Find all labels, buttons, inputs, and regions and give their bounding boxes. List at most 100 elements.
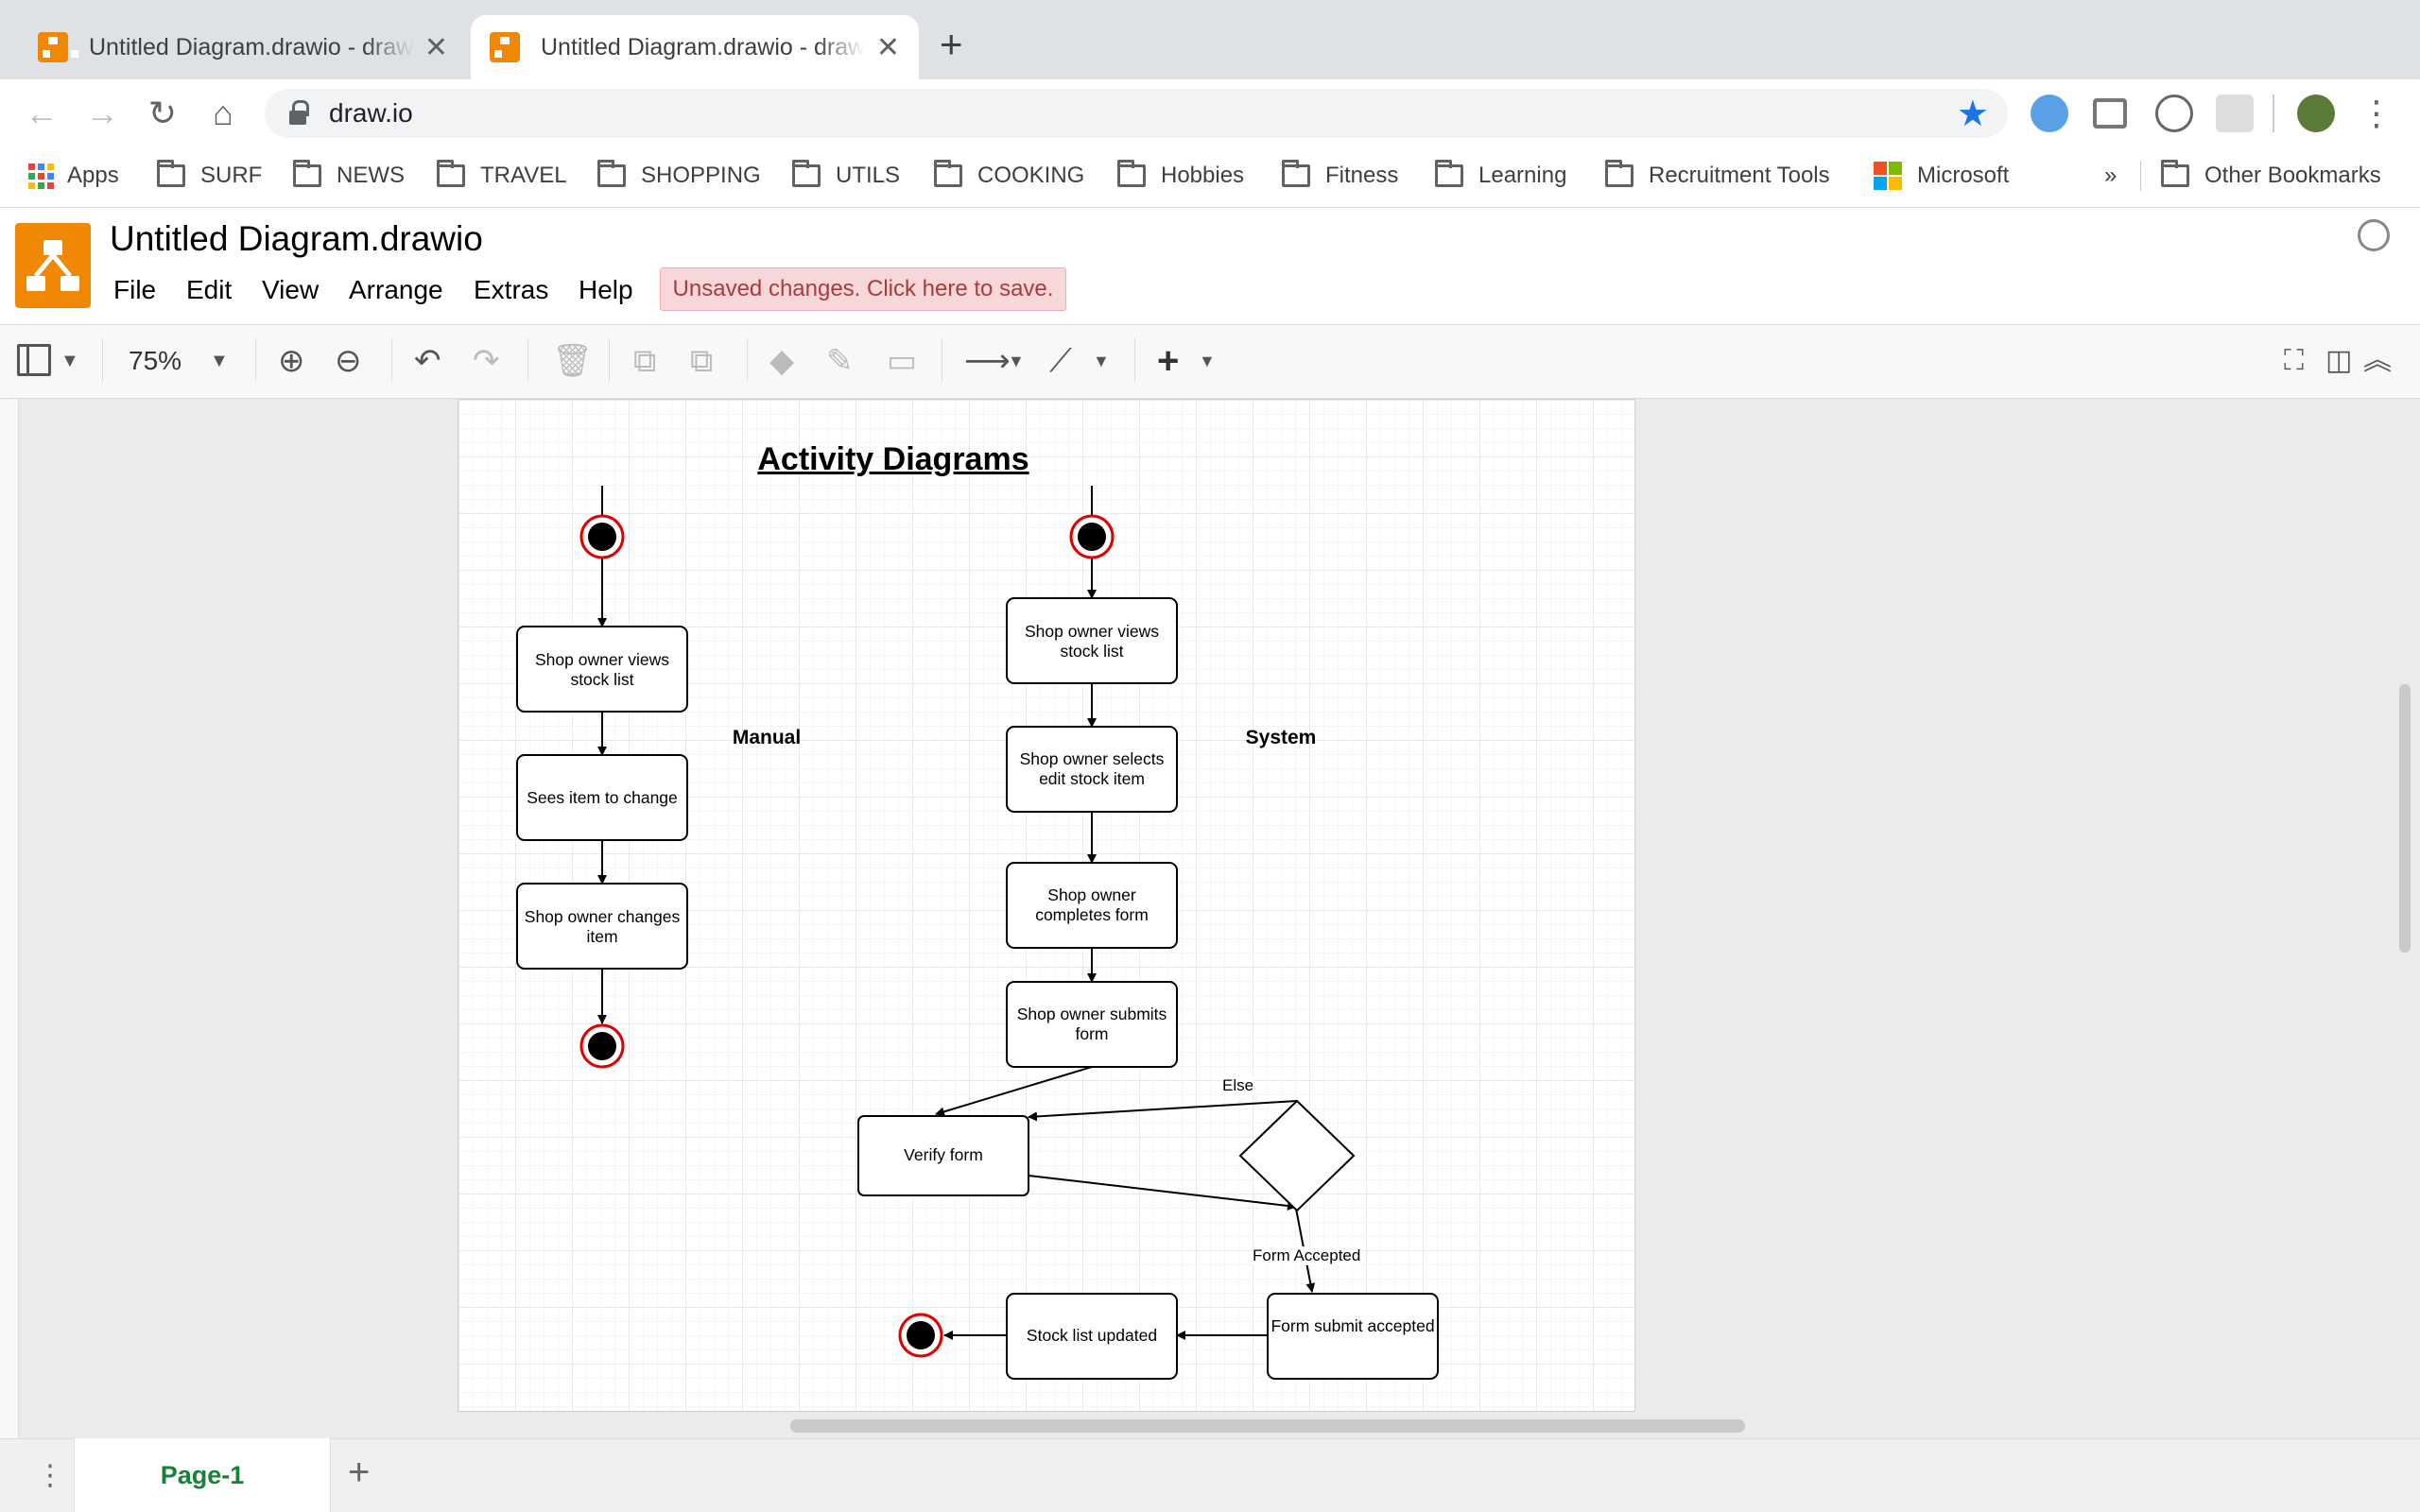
drawio-logo-icon <box>26 240 79 291</box>
toggle-panel-icon[interactable]: ◫ <box>2325 345 2353 376</box>
page-bar <box>0 1438 2420 1512</box>
toolbar-separator <box>609 338 610 382</box>
code-extension-icon[interactable] <box>2155 94 2193 132</box>
bookmark-folder[interactable]: COOKING <box>934 157 1084 195</box>
folder-icon <box>1282 160 1310 187</box>
chevron-down-icon[interactable]: ▼ <box>60 351 79 371</box>
activity-label[interactable]: Shop owner completes form <box>1035 885 1149 924</box>
bookmark-label: TRAVEL <box>480 163 567 188</box>
diagram-page[interactable]: Activity Diagrams Manual System Shop own… <box>458 399 1635 1412</box>
extension-icon[interactable] <box>2031 94 2068 132</box>
bookmark-label: SURF <box>200 163 263 188</box>
line-color-icon[interactable]: ✎ <box>826 343 854 379</box>
menu-view[interactable]: View <box>262 275 320 304</box>
back-icon[interactable]: ← <box>25 94 59 132</box>
activity-label[interactable]: Form submit accepted <box>1270 1316 1435 1335</box>
activity-label[interactable]: Shop owner changes item <box>524 907 681 946</box>
menu-extras[interactable]: Extras <box>474 275 549 304</box>
toolbar-divider <box>2273 94 2274 132</box>
bookmark-folder[interactable]: Recruitment Tools <box>1605 157 1830 195</box>
zoom-level[interactable]: 75% <box>129 346 182 375</box>
other-bookmarks[interactable]: Other Bookmarks <box>2161 157 2381 195</box>
folder-icon <box>1605 160 1634 187</box>
activity-label[interactable]: Verify form <box>904 1145 983 1164</box>
zoom-in-icon[interactable]: ⊕ <box>278 343 305 379</box>
activity-label[interactable]: Shop owner views stock list <box>1024 622 1160 661</box>
menu-file[interactable]: File <box>113 275 157 304</box>
close-icon[interactable]: ✕ <box>875 31 900 63</box>
activity-label[interactable]: Sees item to change <box>527 788 678 807</box>
tab-page-1[interactable]: Page-1 <box>74 1438 331 1512</box>
activity-label[interactable]: Shop owner selects edit stock item <box>1019 749 1165 788</box>
bookmark-folder[interactable]: Fitness <box>1282 157 1398 195</box>
activity-label[interactable]: Stock list updated <box>1026 1326 1158 1345</box>
chevron-down-icon[interactable]: ▼ <box>1008 352 1025 370</box>
folder-icon <box>792 160 821 187</box>
omnibox[interactable]: draw.io ★ <box>265 89 2008 138</box>
left-panel-handle[interactable] <box>0 399 19 1438</box>
chevron-down-icon[interactable]: ▼ <box>1199 352 1216 370</box>
connection-icon[interactable]: ⟶ <box>964 343 1011 379</box>
toolbar-separator <box>102 338 103 382</box>
edge-label-else[interactable]: Else <box>1222 1076 1254 1095</box>
delete-icon[interactable]: 🗑 <box>552 343 594 379</box>
fullscreen-icon[interactable]: ⛶ <box>2284 345 2304 376</box>
drawio-favicon-icon <box>38 32 78 62</box>
diagram-title[interactable]: Activity Diagrams <box>757 441 1029 477</box>
chevron-down-icon[interactable]: ▼ <box>1093 352 1110 370</box>
pages-menu-icon[interactable]: ⋮ <box>36 1460 64 1491</box>
chevron-down-icon[interactable]: ▼ <box>210 351 229 371</box>
more-menu-icon[interactable]: ⋮ <box>2360 94 2394 132</box>
home-icon[interactable]: ⌂ <box>213 94 233 132</box>
bookmark-folder[interactable]: TRAVEL <box>437 157 567 195</box>
format-panel-icon[interactable] <box>17 344 51 376</box>
lane-label-system[interactable]: System <box>1245 727 1317 748</box>
menu-help[interactable]: Help <box>579 275 633 304</box>
insert-plus-icon[interactable]: + <box>1157 340 1180 382</box>
unsaved-changes-button[interactable]: Unsaved changes. Click here to save. <box>660 267 1066 311</box>
react-extension-icon[interactable] <box>2216 94 2254 132</box>
lane-label-manual[interactable]: Manual <box>732 727 802 748</box>
activity-box <box>1006 981 1178 1068</box>
add-page-icon[interactable]: + <box>348 1452 371 1493</box>
shadow-icon[interactable]: ▭ <box>887 343 918 379</box>
bookmark-folder[interactable]: UTILS <box>792 157 900 195</box>
waypoints-icon[interactable]: ⟋ <box>1049 343 1072 379</box>
vivaldi-extension-icon[interactable] <box>2093 98 2127 129</box>
bookmark-folder[interactable]: SURF <box>157 157 262 195</box>
edge-label-form-accepted[interactable]: Form Accepted <box>1253 1246 1361 1265</box>
bookmark-folder[interactable]: SHOPPING <box>597 157 761 195</box>
bookmark-folder[interactable]: NEWS <box>293 157 405 195</box>
browser-tab-active[interactable]: Untitled Diagram.drawio - draw.io ✕ <box>471 15 919 79</box>
menu-edit[interactable]: Edit <box>186 275 233 304</box>
reload-icon[interactable]: ↻ <box>147 94 178 132</box>
avatar[interactable] <box>2297 94 2335 132</box>
activity-label[interactable]: Shop owner views stock list <box>534 650 670 689</box>
bookmark-apps[interactable]: Apps <box>28 157 119 195</box>
bookmarks-overflow-button[interactable]: » <box>2104 163 2118 188</box>
bookmark-folder[interactable]: Hobbies <box>1117 157 1244 195</box>
redo-icon[interactable]: ↷ <box>473 343 500 379</box>
activity-box <box>516 754 688 841</box>
bookmark-star-icon[interactable]: ★ <box>1956 94 1989 134</box>
language-globe-icon[interactable] <box>2358 219 2390 251</box>
menu-arrange[interactable]: Arrange <box>349 275 443 304</box>
close-icon[interactable]: ✕ <box>424 31 448 63</box>
undo-icon[interactable]: ↶ <box>414 343 441 379</box>
zoom-out-icon[interactable]: ⊖ <box>335 343 362 379</box>
fill-color-icon[interactable]: ◆ <box>769 343 795 379</box>
forward-icon[interactable]: → <box>85 94 119 132</box>
collapse-icon[interactable]: ︽ <box>2363 345 2392 376</box>
bookmark-microsoft[interactable]: Microsoft <box>1874 157 2009 195</box>
vertical-scrollbar[interactable] <box>2399 684 2411 953</box>
activity-label[interactable]: Shop owner submits form <box>1016 1005 1167 1043</box>
document-title[interactable]: Untitled Diagram.drawio <box>110 219 483 258</box>
horizontal-scrollbar[interactable] <box>790 1419 1745 1433</box>
new-tab-icon[interactable]: + <box>940 22 963 66</box>
to-front-icon[interactable]: ⧉ <box>633 343 657 379</box>
browser-tab[interactable]: Untitled Diagram.drawio - draw.io ✕ <box>19 15 467 79</box>
bookmark-label: COOKING <box>977 163 1085 188</box>
drawio-logo[interactable] <box>15 223 91 308</box>
bookmark-folder[interactable]: Learning <box>1435 157 1566 195</box>
to-back-icon[interactable]: ⧉ <box>690 343 714 379</box>
